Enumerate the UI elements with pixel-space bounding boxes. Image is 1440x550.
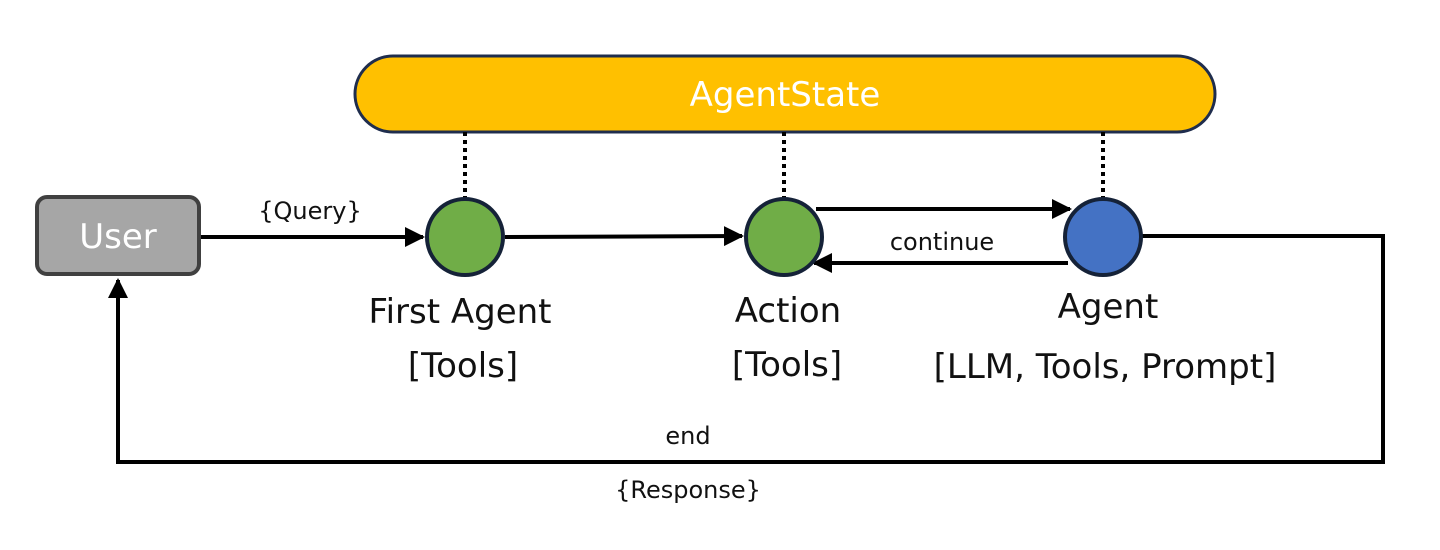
action-subtitle: [Tools] [732, 345, 842, 385]
first-agent-node [425, 197, 505, 277]
end-edge-label: end [665, 422, 710, 450]
user-box [35, 195, 201, 276]
first-agent-subtitle: [Tools] [408, 346, 518, 386]
agent-title: Agent [1058, 287, 1159, 327]
user-label: User [79, 217, 157, 257]
action-title: Action [735, 291, 841, 331]
edge-agent-to-user-end [108, 234, 1385, 464]
agent-state-label: AgentState [690, 75, 881, 115]
agent-node [1063, 197, 1143, 277]
query-edge-label: {Query} [258, 197, 361, 225]
action-node [744, 197, 824, 277]
first-agent-title: First Agent [369, 292, 552, 332]
response-edge-label: {Response} [615, 476, 761, 504]
agent-subtitle: [LLM, Tools, Prompt] [934, 347, 1277, 387]
edge-first-agent-to-action [504, 226, 744, 247]
continue-edge-label: continue [890, 228, 994, 256]
